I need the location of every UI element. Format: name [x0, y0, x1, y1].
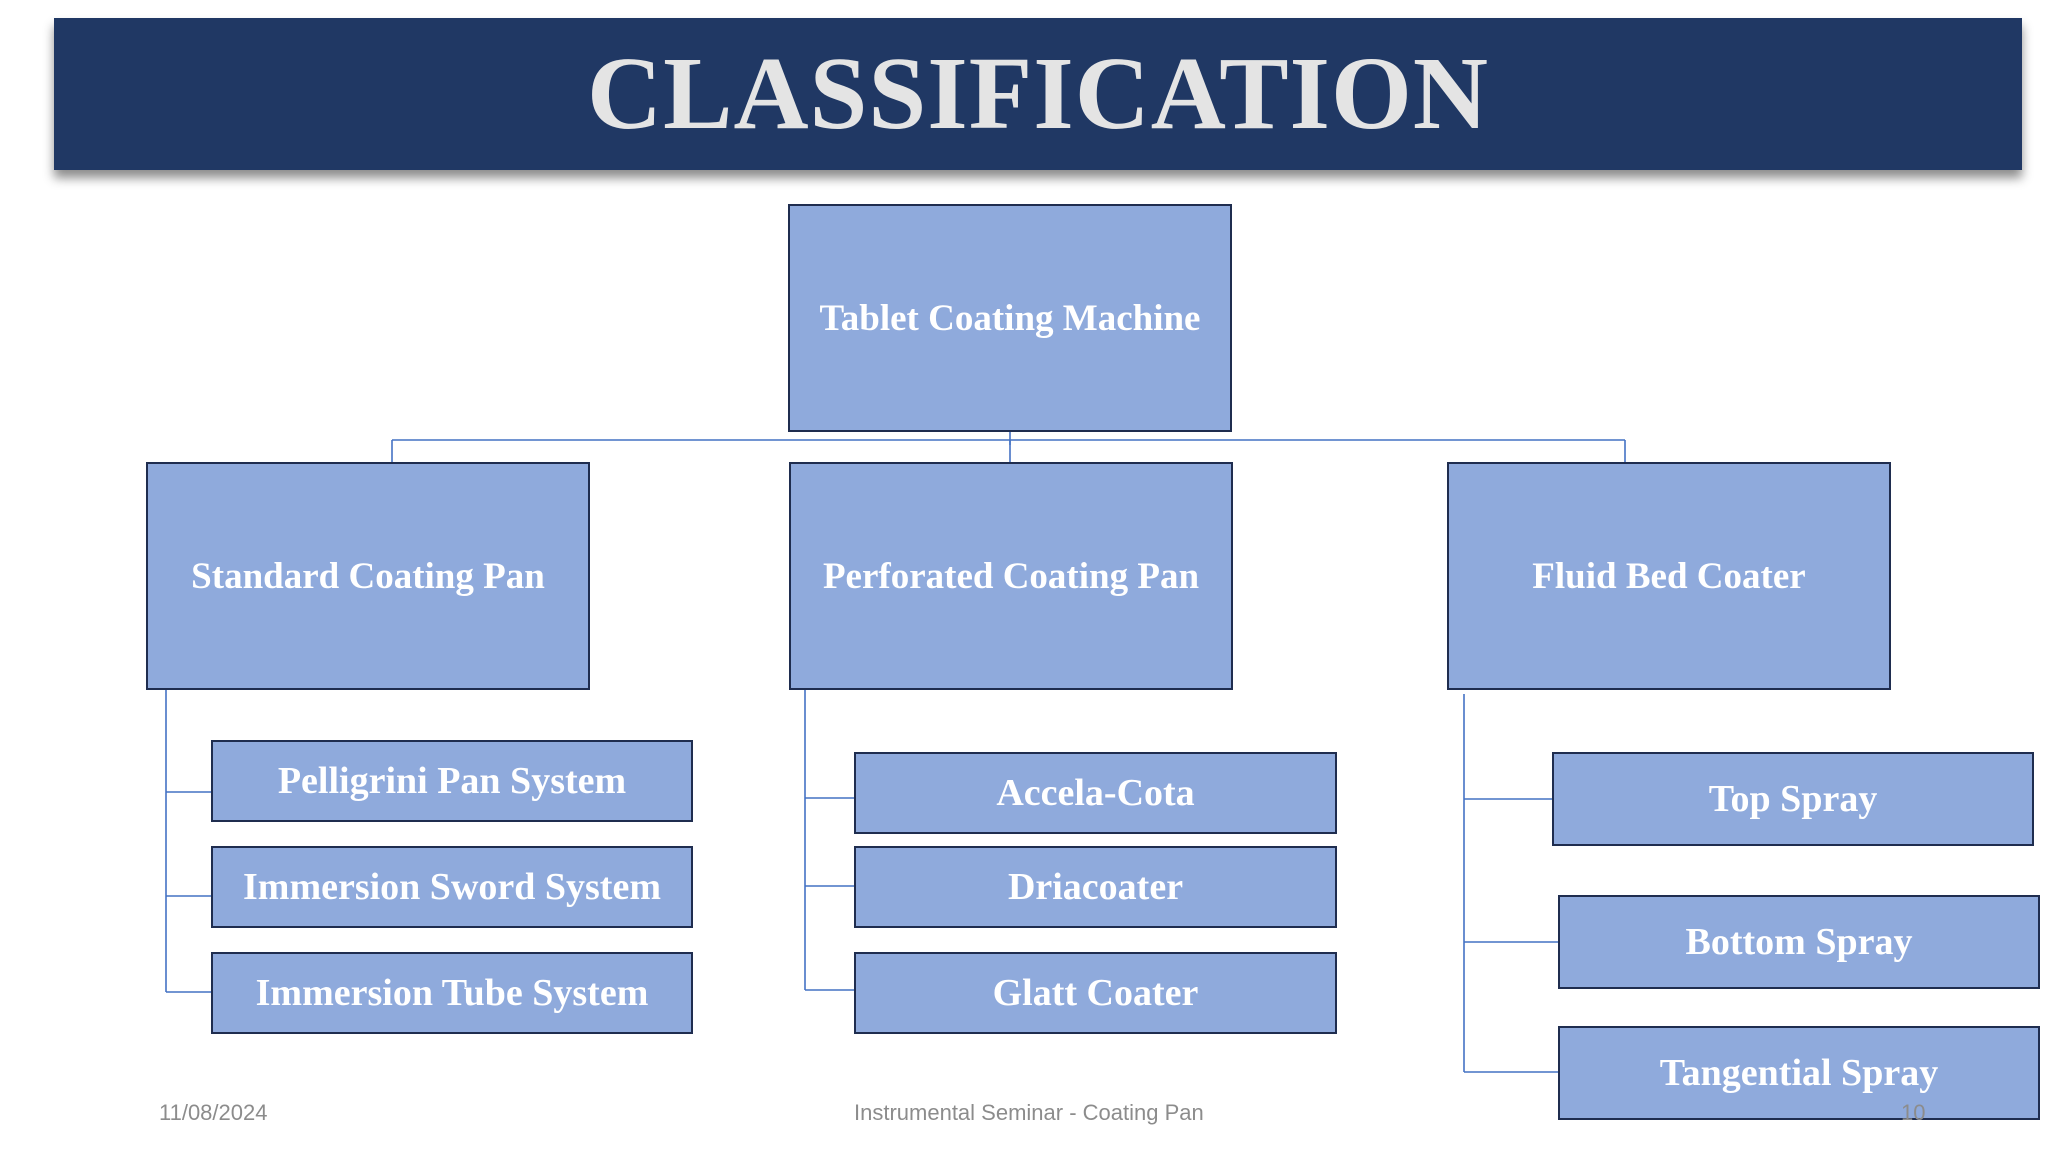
- category-label: Fluid Bed Coater: [1532, 555, 1806, 597]
- child-node-label: Pelligrini Pan System: [277, 760, 627, 802]
- child-node-label: Bottom Spray: [1685, 921, 1913, 963]
- child-node-label: Immersion Tube System: [255, 972, 649, 1014]
- category-label: Perforated Coating Pan: [822, 555, 1200, 597]
- child-node-box: Bottom Spray: [1558, 895, 2040, 989]
- slide-title: CLASSIFICATION: [586, 36, 1490, 151]
- child-node-box: Immersion Sword System: [211, 846, 693, 928]
- page-number: 10: [1901, 1100, 1926, 1125]
- child-node-box: Accela-Cota: [854, 752, 1337, 834]
- root-node-label: Tablet Coating Machine: [819, 297, 1201, 339]
- category-label: Standard Coating Pan: [191, 555, 545, 597]
- category-perforated-coating-pan: Perforated Coating Pan: [789, 462, 1233, 690]
- child-node-box: Driacoater: [854, 846, 1337, 928]
- child-node-box: Tangential Spray: [1558, 1026, 2040, 1120]
- category-standard-coating-pan: Standard Coating Pan: [146, 462, 590, 690]
- child-node-label: Glatt Coater: [992, 972, 1199, 1014]
- child-node-box: Immersion Tube System: [211, 952, 693, 1034]
- title-banner: CLASSIFICATION: [54, 18, 2022, 170]
- footer-title: Instrumental Seminar - Coating Pan: [854, 1100, 1204, 1125]
- child-node-label: Driacoater: [1007, 866, 1184, 908]
- child-node-label: Immersion Sword System: [243, 866, 661, 908]
- child-node-label: Top Spray: [1708, 778, 1878, 820]
- child-node-box: Pelligrini Pan System: [211, 740, 693, 822]
- child-node-box: Glatt Coater: [854, 952, 1337, 1034]
- child-node-label: Tangential Spray: [1659, 1052, 1939, 1094]
- category-fluid-bed-coater: Fluid Bed Coater: [1447, 462, 1891, 690]
- child-node-box: Top Spray: [1552, 752, 2034, 846]
- footer-date: 11/08/2024: [159, 1100, 268, 1125]
- root-node-box: Tablet Coating Machine: [788, 204, 1232, 432]
- child-node-label: Accela-Cota: [996, 772, 1195, 814]
